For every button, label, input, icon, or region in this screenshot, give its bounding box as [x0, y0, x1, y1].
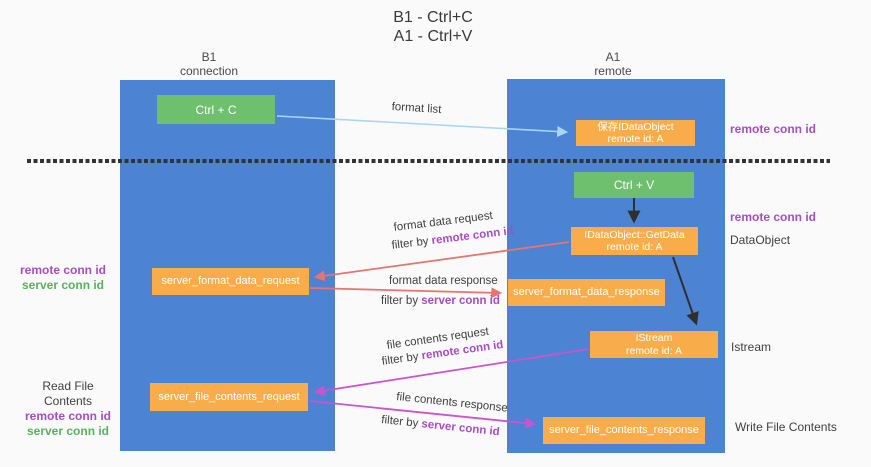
file-contents-response-label: file contents response [395, 391, 509, 415]
remote-conn-id-text: remote conn id [430, 225, 515, 248]
istream-node: IStream remote id: A [590, 331, 718, 358]
ctrl-v-node: Ctrl + V [574, 172, 694, 198]
save-idataobject-node: 保存IDataObject remote id: A [576, 120, 695, 146]
remote-conn-id-text: remote conn id [19, 263, 106, 277]
dataobject-annotation: DataObject [730, 233, 791, 247]
istream-annotation: Istream [731, 340, 772, 354]
lane-header-a1-name: A1 [605, 50, 621, 64]
diagram-title: B1 - Ctrl+C A1 - Ctrl+V [333, 8, 533, 46]
server-conn-id-text: server conn id [420, 418, 501, 439]
idataobject-getdata-node: IDataObject::GetData remote id: A [571, 227, 698, 255]
write-file-contents-annotation: Write File Contents [735, 420, 837, 434]
filter-by-text: filter by [381, 350, 423, 368]
remote-conn-id-annotation-mid: remote conn id [730, 210, 817, 224]
server-format-data-request-node: server_format_data_request [152, 268, 309, 295]
format-data-response-arrow [309, 287, 503, 299]
read-file-contents-annotation-group: Read File Contents remote conn id server… [18, 379, 118, 439]
ctrl-c-node: Ctrl + C [157, 95, 275, 124]
save-idataobject-remote-id: remote id: A [607, 133, 664, 145]
title-line-2: A1 - Ctrl+V [393, 28, 473, 45]
server-format-data-request-label: server_format_data_request [161, 275, 300, 287]
remote-conn-id-annotation-top: remote conn id [730, 122, 817, 136]
title-line-1: B1 - Ctrl+C [393, 9, 473, 26]
server-file-contents-response-node: server_file_contents_response [543, 417, 705, 444]
server-file-contents-request-label: server_file_contents_request [158, 390, 300, 403]
filter-by-server-conn-id-label-2: filter by server conn id [381, 414, 500, 438]
server-file-contents-request-node: server_file_contents_request [150, 383, 308, 411]
server-file-contents-response-label: server_file_contents_response [549, 424, 699, 436]
phase-separator-dashed-line [27, 159, 830, 163]
getdata-remote-id: remote id: A [606, 241, 663, 253]
istream-remote-id: remote id: A [625, 344, 683, 357]
server-conn-id-text: server conn id [26, 424, 110, 438]
read-file-contents-text: Read File Contents [42, 379, 94, 408]
lane-header-a1: A1 remote [553, 50, 673, 78]
remote-conn-id-text: remote conn id [24, 409, 111, 423]
server-conn-id-text: server conn id [421, 295, 500, 307]
filter-by-text: filter by [380, 414, 423, 431]
format-list-label: format list [391, 101, 442, 117]
server-format-data-response-node: server_format_data_response [508, 279, 665, 306]
lane-header-b1-role: connection [179, 64, 239, 78]
filter-by-server-conn-id-label-1: filter by server conn id [381, 295, 500, 307]
save-idataobject-title: 保存IDataObject [597, 120, 674, 133]
getdata-title: IDataObject::GetData [584, 228, 685, 241]
istream-title: IStream [635, 332, 673, 344]
filter-by-text: filter by [381, 295, 422, 307]
lane-header-b1: B1 connection [149, 50, 269, 78]
left-conn-id-annotation-group: remote conn id server conn id [13, 263, 113, 293]
lane-header-b1-name: B1 [201, 50, 217, 64]
filter-by-text: filter by [391, 235, 433, 252]
lane-header-a1-role: remote [594, 64, 632, 78]
format-data-response-label: format data response [389, 275, 498, 287]
ctrl-v-label: Ctrl + V [613, 178, 655, 192]
ctrl-c-label: Ctrl + C [195, 102, 237, 117]
server-format-data-response-label: server_format_data_response [513, 286, 660, 298]
server-conn-id-text: server conn id [21, 278, 105, 292]
